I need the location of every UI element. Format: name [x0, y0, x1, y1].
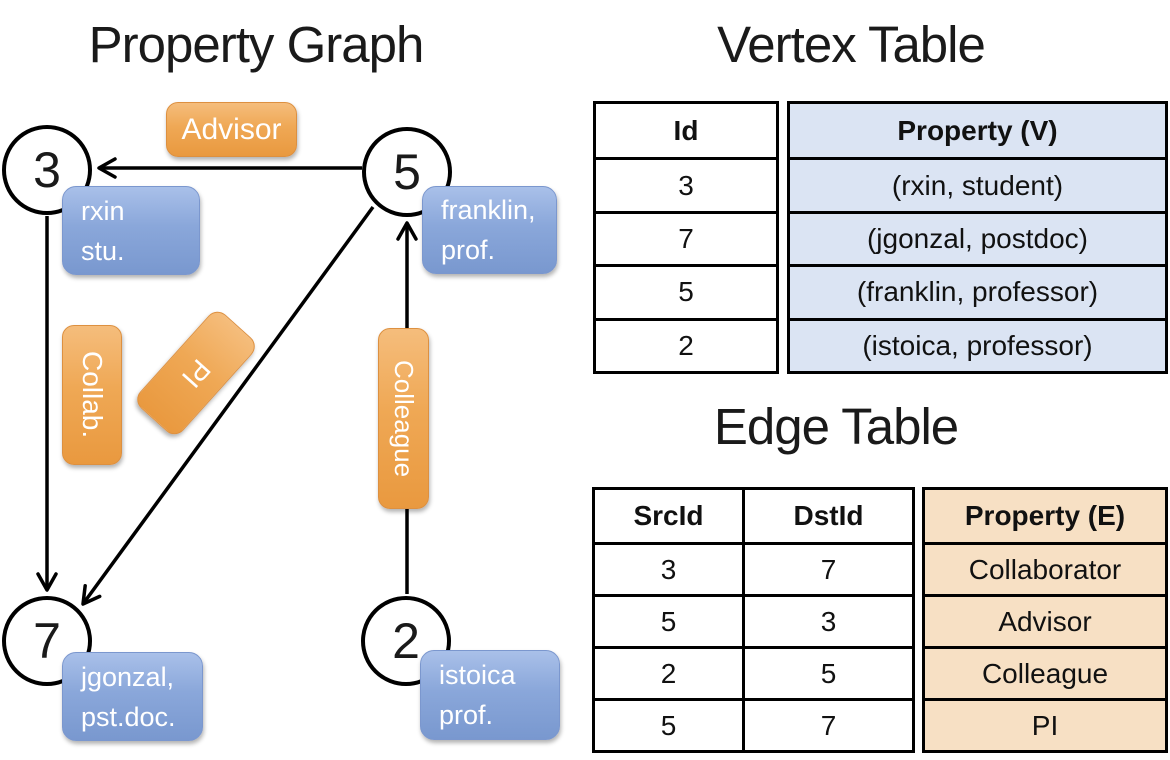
- edge-table-property-header: Property (E): [964, 500, 1126, 531]
- vertex-property-box-istoica: istoica prof.: [420, 650, 560, 740]
- node-id-label: 5: [393, 144, 421, 200]
- edge-table-dstid-cell: 3: [745, 594, 912, 646]
- node-id-label: 2: [392, 613, 420, 669]
- vertex-property-line: franklin,: [441, 195, 536, 225]
- vertex-table-property-cell: (jgonzal, postdoc): [790, 210, 1165, 264]
- edge-label-advisor: Advisor: [166, 102, 297, 157]
- edge-table-dstid-header: DstId: [793, 500, 864, 531]
- edge-table-dstid-cell: 5: [745, 646, 912, 698]
- vertex-property-line: pst.doc.: [81, 701, 176, 732]
- property-graph-title: Property Graph: [88, 16, 425, 73]
- edge-label-collab: Collab.: [62, 325, 122, 465]
- vertex-property-line: rxin: [81, 195, 125, 226]
- edge-table-srcid-header: SrcId: [595, 490, 745, 542]
- vertex-table-id-column: Id 3 7 5 2: [593, 101, 779, 374]
- edge-table-property-column: Property (E) Collaborator Advisor Collea…: [922, 487, 1168, 753]
- vertex-table-id-cell: 7: [596, 210, 776, 264]
- vertex-table-property-cell: (istoica, professor): [790, 317, 1165, 371]
- vertex-table-id-header: Id: [673, 114, 699, 146]
- edge-table-srcid-cell: 3: [595, 542, 745, 594]
- edge-table-srcid-cell: 5: [595, 698, 745, 750]
- vertex-table-property-cell: (rxin, student): [790, 157, 1165, 210]
- edge-label-colleague: Colleague: [378, 328, 429, 509]
- edge-table-srcid-cell: 2: [595, 646, 745, 698]
- vertex-property-line: stu.: [81, 235, 125, 266]
- vertex-table-title: Vertex Table: [717, 16, 986, 73]
- edge-table-property-cell: Collaborator: [925, 542, 1165, 594]
- vertex-table-property-cell: (franklin, professor): [790, 264, 1165, 317]
- edge-table-property-cell: Advisor: [925, 594, 1165, 646]
- edge-table-dstid-cell: 7: [745, 698, 912, 750]
- node-id-label: 3: [33, 142, 61, 198]
- vertex-table-id-cell: 5: [596, 264, 776, 317]
- edge-table-srcid-cell: 5: [595, 594, 745, 646]
- edge-table-id-columns: SrcId DstId 3 7 5 3 2 5 5 7: [592, 487, 915, 753]
- vertex-property-box-rxin: rxin stu.: [62, 186, 200, 275]
- vertex-property-box-jgonzal: jgonzal, pst.doc.: [62, 652, 203, 741]
- vertex-property-box-franklin: franklin, prof.: [422, 186, 557, 274]
- edge-table-dstid-cell: 7: [745, 542, 912, 594]
- vertex-table-property-header: Property (V): [897, 114, 1058, 146]
- edge-table-property-cell: Colleague: [925, 646, 1165, 698]
- graph-node-5: 5: [362, 127, 452, 217]
- edge-table-property-cell: PI: [925, 698, 1165, 750]
- vertex-property-line: jgonzal,: [81, 661, 175, 692]
- vertex-property-line: prof.: [439, 700, 494, 730]
- graph-node-2: 2: [361, 596, 451, 686]
- node-id-label: 7: [33, 613, 61, 669]
- edge-table-title: Edge Table: [713, 398, 959, 455]
- edge-pi-arrow: [81, 205, 375, 606]
- vertex-table-property-column: Property (V) (rxin, student) (jgonzal, p…: [787, 101, 1168, 374]
- vertex-property-line: istoica: [439, 660, 516, 690]
- vertex-table-id-cell: 3: [596, 157, 776, 210]
- vertex-table-id-cell: 2: [596, 317, 776, 371]
- vertex-property-line: prof.: [441, 235, 496, 265]
